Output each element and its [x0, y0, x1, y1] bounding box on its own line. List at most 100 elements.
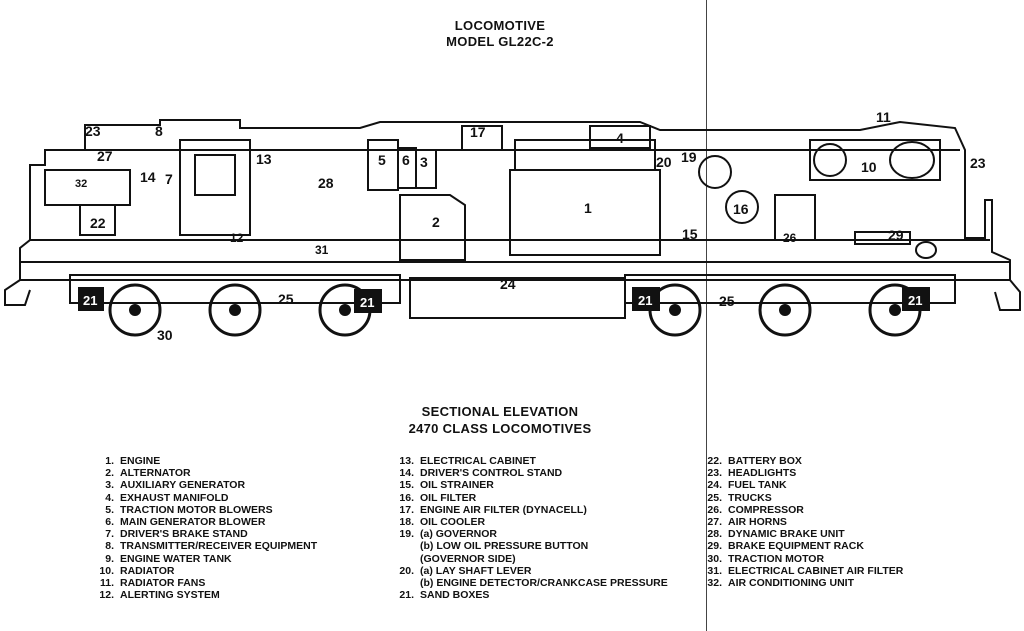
legend-item: 3.AUXILIARY GENERATOR — [92, 479, 317, 491]
wheel-5 — [758, 283, 812, 337]
callout-11: 11 — [876, 109, 891, 125]
legend-item-sub: (b) LOW OIL PRESSURE BUTTON — [420, 540, 589, 553]
cabinet-panel — [194, 154, 236, 196]
legend-item-number: 28. — [707, 528, 722, 541]
legend-item-number: 15. — [399, 479, 414, 492]
legend-item-label: SAND BOXES — [420, 589, 490, 602]
callout-14: 14 — [140, 169, 156, 185]
legend-item: 16.OIL FILTER — [392, 492, 668, 504]
legend-item-number: 5. — [105, 503, 114, 516]
sand-box-3 — [632, 287, 660, 311]
legend-item-label: ELECTRICAL CABINET AIR FILTER — [728, 564, 904, 577]
callout-17: 17 — [470, 124, 486, 140]
callout-26: 26 — [783, 231, 797, 245]
radiator-fan-left — [813, 143, 847, 177]
fuel-tank — [409, 277, 626, 319]
callout-23-rear: 23 — [970, 155, 986, 171]
legend-item-number: 1. — [105, 455, 114, 467]
legend-item-number: 18. — [399, 516, 414, 529]
callout-5: 5 — [378, 152, 386, 168]
legend-item-label: ELECTRICAL CABINET — [420, 455, 536, 467]
section-title-line1: SECTIONAL ELEVATION — [421, 404, 579, 419]
legend-item: 31. ELECTRICAL CABINET AIR FILTER — [700, 565, 903, 577]
callout-20: 20 — [656, 154, 672, 170]
legend-item-number: 21. — [399, 589, 414, 602]
callout-6: 6 — [402, 152, 410, 168]
legend-item-number: 4. — [105, 491, 114, 504]
legend-item-label: ENGINE AIR FILTER (DYNACELL) — [420, 503, 587, 516]
front-truck-frame — [69, 274, 401, 304]
legend-item-label: (a) GOVERNOR — [420, 528, 498, 541]
legend-item-label: RADIATOR FANS — [120, 577, 206, 590]
callout-22: 22 — [90, 215, 106, 231]
legend-item: 26. COMPRESSOR — [700, 504, 903, 516]
legend-item-label: AUXILIARY GENERATOR — [120, 479, 246, 492]
wheel-1 — [108, 283, 162, 337]
legend-item: 11. RADIATOR FANS — [92, 577, 317, 589]
legend-item-number: 29. — [707, 540, 722, 553]
legend-item-number: 19. — [399, 528, 414, 541]
callout-3: 3 — [420, 154, 428, 170]
legend-item-number: 6. — [105, 516, 114, 529]
callout-28: 28 — [318, 175, 334, 191]
legend-item: 21. SAND BOXES — [392, 589, 668, 601]
headlight-rear — [915, 241, 937, 259]
electrical-cabinet — [179, 139, 251, 236]
legend-item-number: 14. — [399, 467, 414, 480]
legend-item-label: RADIATOR — [120, 564, 175, 577]
legend-item: 7.DRIVER'S BRAKE STAND — [92, 528, 317, 540]
legend-item-label: DRIVER'S CONTROL STAND — [420, 467, 563, 480]
legend-item-number: 16. — [399, 491, 414, 504]
governor — [698, 155, 732, 189]
callout-27: 27 — [97, 148, 113, 164]
callout-21c: 21 — [638, 293, 652, 308]
legend-item-label: DRIVER'S BRAKE STAND — [120, 528, 248, 541]
legend-item: 19. (a) GOVERNOR — [392, 528, 668, 540]
callout-25-front: 25 — [278, 291, 294, 307]
legend-item-label: TRUCKS — [728, 491, 772, 504]
legend-item-label: (a) LAY SHAFT LEVER — [420, 564, 532, 577]
legend-item: 17.ENGINE AIR FILTER (DYNACELL) — [392, 504, 668, 516]
legend-item-number: 11. — [99, 577, 114, 590]
rear-coupler — [994, 279, 1021, 311]
legend-item-label: BRAKE EQUIPMENT RACK — [728, 540, 864, 553]
legend-item-label: TRANSMITTER/RECEIVER EQUIPMENT — [120, 540, 318, 553]
legend-item: 18.OIL COOLER — [392, 516, 668, 528]
legend-item: 8. TRANSMITTER/RECEIVER EQUIPMENT — [92, 540, 317, 552]
callout-19: 19 — [681, 149, 697, 165]
legend-item-label: HEADLIGHTS — [728, 467, 797, 480]
legend-item: 27.AIR HORNS — [700, 516, 903, 528]
callout-21d: 21 — [908, 293, 922, 308]
legend-item: 9.ENGINE WATER TANK — [92, 553, 317, 565]
callout-32: 32 — [75, 178, 87, 190]
callout-2: 2 — [432, 214, 440, 230]
callout-16: 16 — [733, 201, 749, 217]
legend-item-number: 2. — [105, 467, 114, 480]
legend-item-label: ALTERNATOR — [120, 467, 191, 480]
callout-21b: 21 — [360, 295, 374, 310]
oil-filter — [725, 190, 759, 224]
legend-item: 1.ENGINE — [92, 455, 317, 467]
legend-item: 5.TRACTION MOTOR BLOWERS — [92, 504, 317, 516]
sand-box-2 — [354, 289, 382, 313]
legend-item-number: 23. — [707, 467, 722, 480]
callout-7: 7 — [165, 171, 173, 187]
legend-item-label: COMPRESSOR — [728, 503, 804, 516]
legend-item-number: 20. — [399, 564, 414, 577]
legend-item-number: 31. — [707, 564, 722, 577]
legend-item: 13.ELECTRICAL CABINET — [392, 455, 668, 467]
legend-item-number: 25. — [707, 491, 722, 504]
legend-item-number: 26. — [707, 503, 722, 516]
legend-item-number: 8. — [105, 540, 114, 553]
legend-item-number: 27. — [707, 516, 722, 529]
compressor — [774, 194, 816, 241]
legend-item-number: 9. — [105, 552, 114, 565]
callout-1: 1 — [584, 200, 592, 216]
locomotive-drawing: 1 2 3 4 5 6 7 8 10 11 12 13 14 15 16 17 … — [4, 109, 1021, 343]
rear-truck-frame — [624, 274, 956, 304]
front-coupler — [4, 279, 31, 306]
legend-item-label: FUEL TANK — [728, 479, 787, 492]
legend-item-number: 30. — [707, 552, 722, 565]
